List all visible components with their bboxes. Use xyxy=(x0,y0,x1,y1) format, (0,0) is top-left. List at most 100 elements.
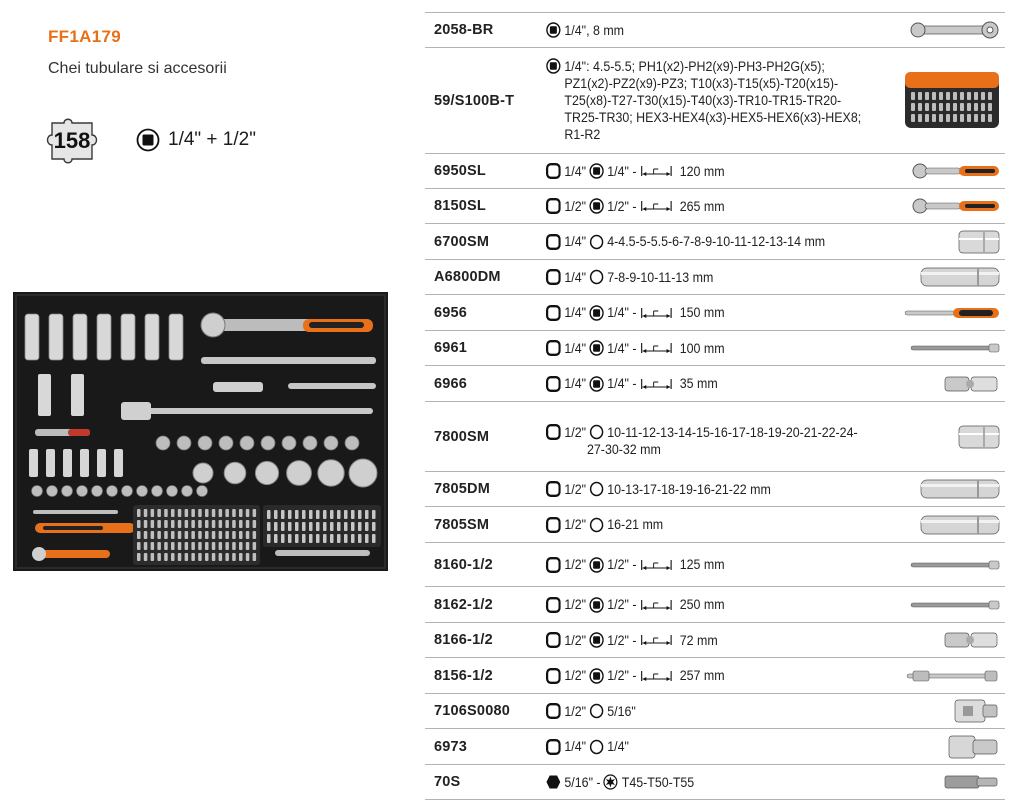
product-code-cell: 6700SM xyxy=(434,233,490,250)
socket-drive-icon xyxy=(546,375,561,392)
description-cell: 1/4" 7-8-9-10-11-13 mm xyxy=(546,269,863,286)
length-text: 265 mm xyxy=(679,198,725,214)
drive-size-text: 1/2" xyxy=(564,424,587,440)
square-drive-icon xyxy=(589,340,604,356)
torx-icon xyxy=(603,774,618,790)
socket-icon xyxy=(958,425,1000,448)
drive-size-text: 1/2" xyxy=(564,517,587,532)
output-drive-text: 1/4" - xyxy=(607,376,637,391)
description-cell: 1/2"16-21 mm xyxy=(546,516,863,533)
description-cell: 1/4" 4-4.5-5-5.5-6-7-8-9-10-11-12-13-14 m… xyxy=(546,233,863,250)
sizes-block: 10-11-12-13-14-15-16-17-18-19-20-21-22-2… xyxy=(587,424,861,458)
piece-count-badge: 158 xyxy=(42,117,102,165)
torx-sizes-text: T45-T50-T55 xyxy=(621,774,695,790)
socket-drive-icon xyxy=(546,596,561,613)
drive-size-text: 1/4" xyxy=(564,269,587,285)
hex-size-icon xyxy=(589,234,603,249)
table-row: 7805SM 1/2"16-21 mm xyxy=(425,506,1005,542)
product-code-cell: 7805SM xyxy=(434,516,490,533)
table-row: 7800SM 1/2"10-11-12-13-14-15-16-17-18-19-… xyxy=(425,401,1005,471)
output-drive-text: 1/2" - xyxy=(607,557,637,572)
bit-case-icon xyxy=(905,71,999,128)
socket-sizes-text: 5/16" xyxy=(607,703,636,719)
output-drive-text: 1/2" - xyxy=(607,632,637,648)
description-cell: 1/2"1/2" -72 mm xyxy=(546,632,863,649)
square-drive-icon xyxy=(589,667,604,684)
length-dimension-icon xyxy=(641,599,673,610)
drive-size-text: 1/2" xyxy=(564,703,587,719)
length-text: 35 mm xyxy=(679,376,718,391)
length-dimension-icon xyxy=(641,201,673,211)
extension-bar-icon xyxy=(910,343,1000,353)
product-code-cell: 8160-1/2 xyxy=(434,556,493,573)
square-drive-icon xyxy=(589,556,604,573)
universal-joint-icon xyxy=(944,376,998,391)
drive-size-text: 1/4" xyxy=(564,234,587,249)
socket-drive-icon xyxy=(546,703,561,719)
length-text: 250 mm xyxy=(679,597,725,612)
hex-size-icon xyxy=(589,517,603,532)
length-text: 120 mm xyxy=(679,163,725,179)
description-cell: 1/2"10-13-17-18-19-16-21-22 mm xyxy=(546,481,863,498)
drive-size-text: 1/4" xyxy=(564,163,587,179)
bit-holder-socket-icon xyxy=(954,699,998,723)
hex-size-icon xyxy=(589,481,603,497)
drive-size-text: 1/4" xyxy=(564,739,587,754)
table-row: 2058-BR 1/4", 8 mm xyxy=(425,12,1005,47)
length-dimension-icon xyxy=(641,166,673,176)
length-text: 150 mm xyxy=(679,305,725,320)
product-code-cell: 70S xyxy=(434,774,461,790)
description-cell: 1/4"1/4" xyxy=(546,738,863,755)
product-code-cell: 8156-1/2 xyxy=(434,667,493,684)
drive-sizes-text: 1/4" + 1/2" xyxy=(168,129,256,150)
description-cell: 5/16" -T45-T50-T55 xyxy=(546,774,863,791)
sliding-t-bar-icon xyxy=(906,670,998,681)
table-row: 6966 1/4" 1/4" - 35 mm xyxy=(425,365,1005,401)
product-code-cell: 7805DM xyxy=(434,481,491,497)
square-drive-icon xyxy=(546,22,561,38)
drive-size-text: 1/2" xyxy=(564,668,587,683)
deep-socket-icon xyxy=(920,479,1000,499)
drive-size-text: 1/2" xyxy=(564,198,587,214)
socket-sizes-text: 4-4.5-5-5.5-6-7-8-9-10-11-12-13-14 mm xyxy=(607,234,826,249)
tool-tray-illustration xyxy=(13,292,388,571)
bit-adapter-icon xyxy=(948,735,998,758)
socket-drive-icon xyxy=(546,423,561,440)
deep-socket-icon xyxy=(920,515,1000,534)
square-drive-icon xyxy=(589,596,604,613)
drive-size-text: 1/4" xyxy=(564,376,587,391)
product-code-cell: 2058-BR xyxy=(434,22,494,38)
ratchet-icon xyxy=(912,198,999,214)
output-drive-text: 1/2" - xyxy=(607,198,637,214)
socket-drive-icon xyxy=(546,163,561,179)
piece-count: 158 xyxy=(53,128,91,153)
description-cell: 1/4" 1/4" - 150 mm xyxy=(546,304,863,321)
puzzle-piece-icon xyxy=(46,118,98,164)
drive-size-text: 1/2" xyxy=(564,557,587,572)
output-drive-text: 1/4" - xyxy=(607,163,637,179)
table-row: 7805DM 1/2"10-13-17-18-19-16-21-22 mm xyxy=(425,471,1005,506)
output-drive-text: 1/2" - xyxy=(607,668,637,683)
extension-bar-icon xyxy=(910,560,1000,569)
hex-size-icon xyxy=(589,739,603,754)
length-text: 125 mm xyxy=(679,557,725,572)
product-code: FF1A179 xyxy=(48,27,121,46)
description-cell: 1/2"1/2" -250 mm xyxy=(546,596,863,613)
drive-size-text: 1/2" xyxy=(564,632,587,648)
product-code-cell: 6966 xyxy=(434,375,468,392)
socket-drive-icon xyxy=(546,198,561,214)
ratchet-illustration xyxy=(200,312,373,338)
length-dimension-icon xyxy=(641,307,673,318)
socket-sizes-text: 7-8-9-10-11-13 mm xyxy=(607,269,714,285)
output-drive-text: 1/4" - xyxy=(607,305,637,320)
ratchet-wrench-icon xyxy=(910,21,999,39)
deep-socket-icon xyxy=(920,267,1000,287)
description-cell: 1/4", 8 mm xyxy=(546,22,863,39)
product-code-cell: 7800SM xyxy=(434,428,490,445)
drive-size-text: 1/4" xyxy=(564,305,587,320)
